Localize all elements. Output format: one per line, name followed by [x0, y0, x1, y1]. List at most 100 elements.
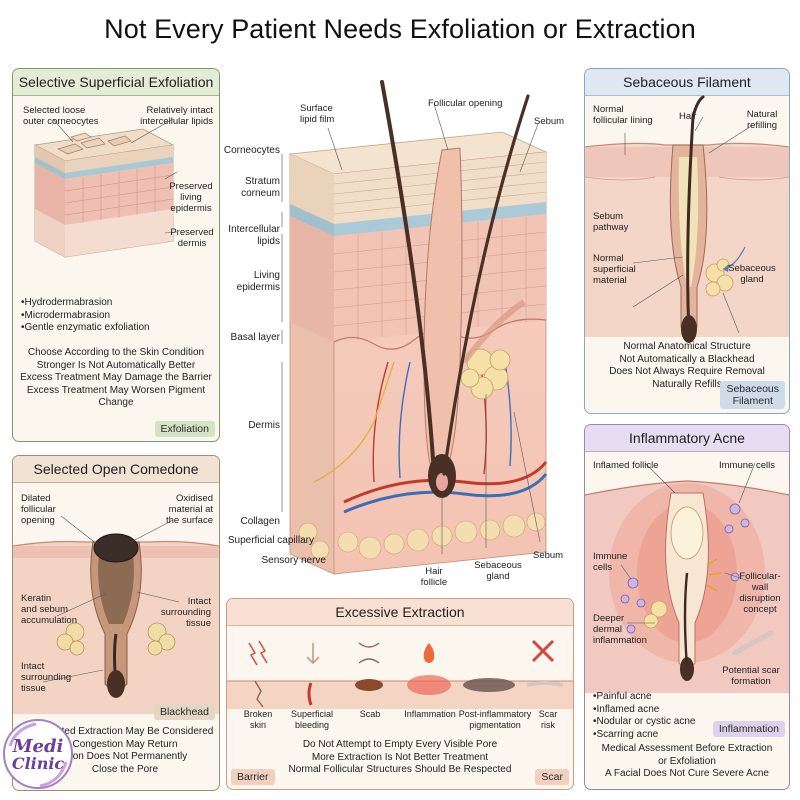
panel-sebaceous-filament: Sebaceous Filament Normal follicula	[584, 68, 790, 414]
page-title: Not Every Patient Needs Exfoliation or E…	[104, 14, 696, 44]
note-line: Not Automatically a Blackhead	[619, 353, 755, 365]
label-loose-corneocytes: Selected loose outer corneocytes	[23, 105, 99, 127]
note-line: ction Does Not Permanently	[62, 751, 188, 762]
label-scab: Scab	[359, 709, 381, 719]
label-oxidised-material: Oxidised material at the surface	[166, 493, 213, 526]
note-line: Do Not Attempt to Empty Every Visible Po…	[302, 739, 498, 750]
note-line: Excess Treatment May Worsen Pigment Chan…	[26, 384, 206, 409]
tag-exfoliation: Exfoliation	[154, 421, 215, 437]
label-sebum-top: Sebum	[534, 116, 565, 127]
label-intact-tissue-left: Intact surrounding tissue	[21, 661, 72, 694]
note-line: Selected Extraction May Be Considered	[36, 726, 214, 737]
label-hair: Hair	[679, 111, 697, 122]
label-follicular-opening: Follicular opening	[428, 98, 503, 109]
label-intact-tissue-right: Intact surrounding tissue	[160, 596, 211, 629]
extractor-tool-icon	[358, 642, 380, 664]
flame-icon	[423, 643, 435, 663]
note-line: Normal Anatomical Structure	[623, 341, 751, 352]
label-surface-lipid-film: Surface lipid film	[300, 103, 335, 125]
label-collagen: Collagen	[240, 516, 280, 527]
label-intact-lipids: Relatively intact intercellular lipids	[140, 105, 213, 127]
label-living-epidermis: Living epidermis	[236, 270, 280, 293]
note-line: A Facial Does Not Cure Severe Acne	[605, 768, 769, 779]
panel-excessive-extraction: Excessive Extraction Broken skin Superfi…	[226, 598, 574, 790]
label-corneocytes: Corneocytes	[223, 145, 280, 156]
label-intercellular-lipids: Intercellular lipids	[228, 224, 280, 247]
label-sebum-pathway: Sebum pathway	[593, 211, 629, 233]
acne-notes: Medical Assessment Before Extraction or …	[589, 743, 785, 781]
list-item: Scarring acne	[593, 729, 695, 742]
label-immune-cells-top: Immune cells	[719, 460, 775, 471]
panel-filament-title: Sebaceous Filament	[585, 69, 789, 96]
tag-barrier: Barrier	[231, 769, 275, 785]
label-normal-superficial-material: Normal superficial material	[593, 253, 636, 286]
label-follicular-wall-disruption: Follicular- wall disruption concept	[739, 571, 781, 615]
label-immune-cells-left: Immune cells	[593, 551, 628, 573]
exfoliation-method-list: Hydrodermabrasion Microdermabrasion Gent…	[21, 297, 150, 335]
list-item: Nodular or cystic acne	[593, 716, 696, 729]
list-item: Gentle enzymatic exfoliation	[21, 322, 150, 335]
label-dilated-opening: Dilated follicular opening	[21, 493, 56, 526]
excessive-notes: Do Not Attempt to Empty Every Visible Po…	[237, 739, 563, 777]
label-inflamed-follicle: Inflamed follicle	[593, 460, 659, 471]
label-natural-refilling: Natural refilling	[746, 109, 778, 131]
medi-clinic-logo: Medi Clinic	[2, 716, 74, 792]
label-sebum-bottom: Sebum	[533, 550, 564, 561]
note-line: Congestion May Return	[72, 738, 178, 750]
label-sensory-nerve: Sensory nerve	[261, 555, 326, 566]
tag-inflammation: Inflammation	[712, 721, 785, 737]
label-superficial-bleeding: Superficial bleeding	[290, 709, 334, 730]
exfoliation-notes: Choose According to the Skin Condition S…	[17, 347, 215, 410]
filament-notes: Normal Anatomical Structure Not Automati…	[589, 341, 785, 391]
note-line: Naturally Refills	[652, 378, 722, 390]
panel-exfoliation: Selective Superficial Exfoliation	[12, 68, 220, 442]
acne-type-list: Painful acne Inflamed acne Nodular or cy…	[593, 691, 696, 742]
tag-sebaceous-filament: Sebaceous Filament	[720, 381, 785, 409]
comedone-notes: Selected Extraction May Be Considered Co…	[35, 726, 215, 776]
note-line: More Extraction Is Not Better Treatment	[311, 751, 489, 763]
label-basal-layer: Basal layer	[230, 332, 280, 343]
label-inflammation: Inflammation	[404, 709, 456, 719]
filament-illustration	[585, 95, 789, 343]
acne-illustration	[585, 462, 789, 693]
label-preserved-epidermis: Preserved living epidermis	[169, 181, 213, 214]
label-scar-risk: Scar risk	[538, 709, 558, 730]
note-line: Normal Follicular Structures Should Be R…	[288, 764, 512, 775]
note-line: Excess Treatment May Damage the Barrier	[20, 372, 212, 383]
note-line: Choose According to the Skin Condition	[27, 347, 205, 358]
comedone-illustration	[13, 515, 219, 714]
label-stratum-corneum: Stratum corneum	[241, 176, 280, 199]
x-mark-icon	[531, 639, 555, 663]
logo-line-2: Clinic	[11, 754, 65, 773]
excessive-extraction-strip-illustration	[227, 639, 573, 709]
skin-cross-section-illustration	[281, 80, 548, 575]
label-keratin-sebum: Keratin and sebum accumulation	[21, 593, 77, 626]
note-line: Does Not Always Require Removal	[609, 366, 765, 377]
label-post-inflammatory-pigmentation: Post-inflammatory pigmentation	[458, 709, 532, 730]
label-hair-follicle: Hair follicle	[420, 566, 448, 588]
label-potential-scar: Potential scar formation	[722, 665, 780, 687]
label-broken-skin: Broken skin	[243, 709, 273, 730]
list-item: Inflamed acne	[593, 704, 695, 717]
panel-excessive-title: Excessive Extraction	[227, 599, 573, 626]
list-item: Painful acne	[593, 691, 695, 704]
list-item: Hydrodermabrasion	[21, 297, 150, 310]
broken-skin-icon	[248, 640, 268, 666]
label-normal-follicular-lining: Normal follicular lining	[593, 104, 653, 126]
tag-blackhead: Blackhead	[153, 704, 215, 720]
note-line: Stronger Is Not Automatically Better	[36, 359, 196, 371]
panel-exfoliation-title: Selective Superficial Exfoliation	[13, 69, 219, 96]
logo-swirl-icon	[3, 719, 73, 789]
exfoliation-skin-block-illustration	[33, 118, 178, 258]
note-line: Medical Assessment Before Extraction or …	[601, 743, 773, 767]
arrow-down-icon	[306, 643, 320, 664]
panel-acne-title: Inflammatory Acne	[585, 425, 789, 452]
panel-comedone-title: Selected Open Comedone	[13, 456, 219, 483]
note-line: Close the Pore	[91, 763, 159, 775]
logo-line-1: Medi	[12, 736, 64, 757]
label-preserved-dermis: Preserved dermis	[170, 227, 214, 249]
label-sebaceous-gland: Sebaceous gland	[474, 560, 522, 582]
list-item: Microdermabrasion	[21, 310, 150, 323]
label-filament-sebaceous-gland: Sebaceous gland	[728, 263, 776, 285]
label-dermis: Dermis	[248, 420, 280, 431]
